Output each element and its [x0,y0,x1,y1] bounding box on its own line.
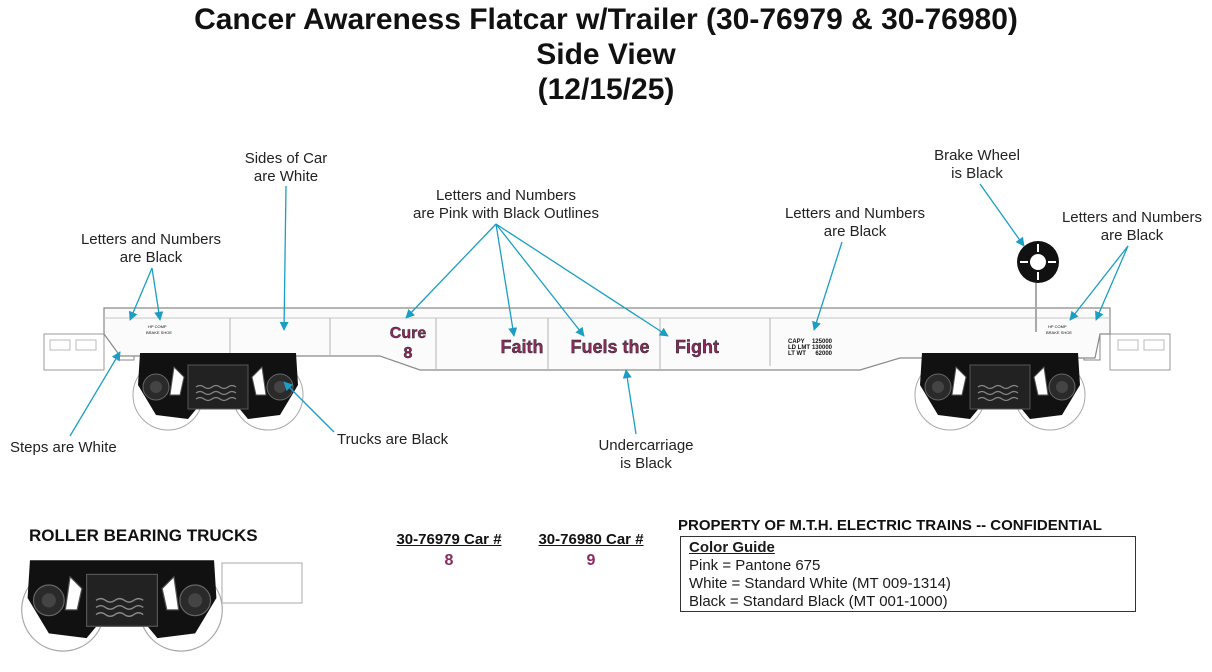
property-notice: PROPERTY OF M.T.H. ELECTRIC TRAINS -- CO… [678,517,1102,534]
left-small-text-2: BRAKE SHOE [146,330,172,335]
roller-bearing-truck-detail [20,559,303,652]
left-truck [132,352,304,431]
page-title-line3: (12/15/25) [537,73,675,106]
right-truck [914,352,1086,431]
lt-wt-value: 62000 [815,351,832,357]
right-small-text-2: BRAKE SHOE [1046,330,1072,335]
color-guide-heading: Color Guide [689,539,775,556]
car-side-stakes [229,318,771,370]
capy-label: CAPY [788,339,805,345]
car-number-block-2: 30-76980 Car # 9 [526,531,656,570]
capacity-data-block: CAPY LD LMT LT WT 125000 130000 62000 [788,339,833,357]
left-coupler [43,333,105,371]
callout-trucks: Trucks are Black [337,431,449,448]
car-number-text: 8 [404,345,413,362]
car-number-label-1: 30-76979 Car # [396,531,502,548]
page-title-line1: Cancer Awareness Flatcar w/Trailer (30-7… [194,3,1018,36]
right-coupler [1109,333,1171,371]
fuels-the-text: Fuels the [570,337,649,357]
ld-lmt-value: 130000 [812,345,833,351]
brake-wheel [1017,241,1059,332]
faith-text: Faith [501,337,544,357]
left-small-text-1: HP COMP [148,324,167,329]
roller-bearing-trucks-heading: ROLLER BEARING TRUCKS [29,526,258,545]
callout-steps: Steps are White [10,439,117,456]
color-guide-box: Color Guide Pink = Pantone 675 White = S… [680,536,1136,612]
color-guide-pink: Pink = Pantone 675 [689,557,821,574]
ld-lmt-label: LD LMT [788,345,810,351]
color-guide-white: White = Standard White (MT 009-1314) [689,575,951,592]
page-title-line2: Side View [536,38,676,71]
car-number-label-2: 30-76980 Car # [538,531,644,548]
leader-lines [69,183,1129,437]
car-number-value-1: 8 [444,552,454,569]
lt-wt-label: LT WT [788,351,806,357]
car-number-block-1: 30-76979 Car # 8 [384,531,514,570]
color-guide-black: Black = Standard Black (MT 001-1000) [689,593,948,610]
right-small-text-1: HP COMP [1048,324,1067,329]
fight-text: Fight [675,337,719,357]
cure-text: Cure [390,325,427,342]
capy-value: 125000 [812,339,833,345]
car-number-value-2: 9 [586,552,596,569]
